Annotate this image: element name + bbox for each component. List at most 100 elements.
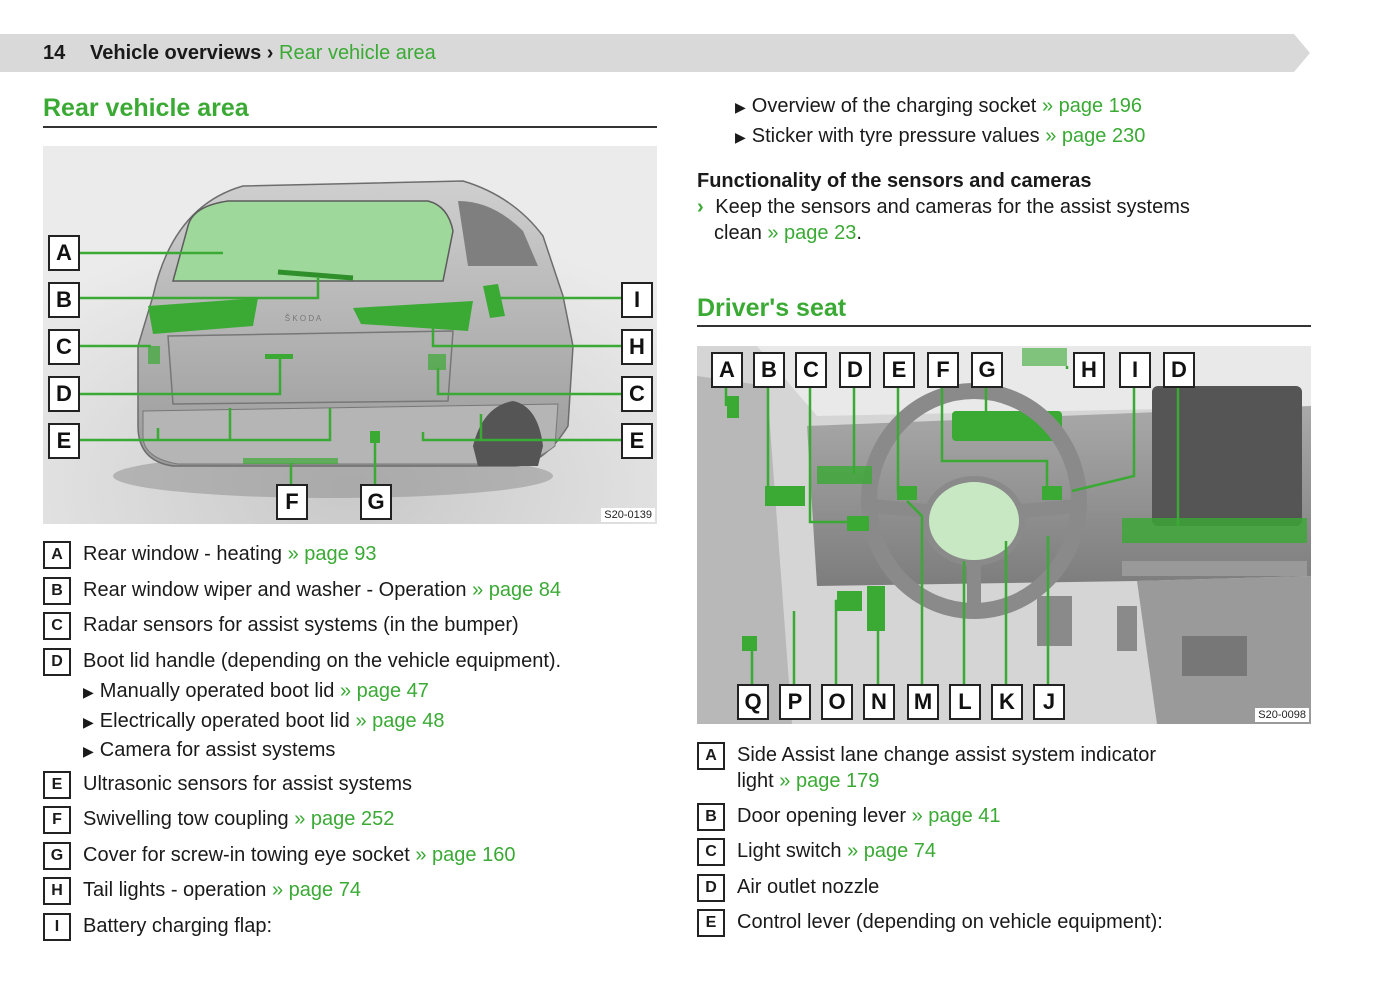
triangle-bullet-icon: ▶: [83, 714, 94, 730]
callout-c: C: [48, 329, 80, 365]
callout-f: F: [927, 352, 959, 388]
leader-c: [808, 384, 857, 524]
legend-text: Rear window - heating: [83, 543, 282, 565]
sensors-heading: Functionality of the sensors and cameras: [697, 170, 1092, 192]
sensors-instruction-cont: clean » page 23.: [714, 220, 862, 246]
legend-text: Radar sensors for assist systems (in the…: [83, 614, 519, 636]
legend-text: Swivelling tow coupling: [83, 808, 289, 830]
callout-c-right: C: [621, 376, 653, 412]
tail-light-left: [148, 298, 258, 334]
legend-text: Cover for screw-in towing eye socket: [83, 844, 410, 866]
left-air-vent: [817, 466, 872, 484]
callout-b: B: [753, 352, 785, 388]
drivers-seat-legend: A Side Assist lane change assist system …: [697, 742, 1311, 942]
callout-e: E: [883, 352, 915, 388]
triangle-bullet-icon: ▶: [735, 129, 746, 145]
page-link[interactable]: » page 230: [1045, 125, 1146, 147]
leader-m: [906, 500, 924, 686]
legend-key: C: [43, 612, 71, 640]
brake-pedal: [1037, 596, 1072, 646]
cup-holder: [1182, 636, 1247, 676]
boot-handle-shape: [265, 354, 293, 359]
radar-sensor-right: [428, 354, 446, 370]
legend-text: Air outlet nozzle: [737, 876, 880, 898]
sensors-line-2: clean: [714, 222, 762, 244]
rear-car-illustration: Š K O D A: [43, 146, 657, 524]
legend-key: H: [43, 877, 71, 905]
charging-item-text: Sticker with tyre pressure values: [751, 125, 1040, 147]
sub-item-text: Manually operated boot lid: [99, 680, 335, 702]
light-switch-shape: [847, 516, 869, 531]
legend-text: Light switch: [737, 840, 842, 862]
page-link[interactable]: » page 47: [339, 680, 429, 702]
tail-light-right: [353, 301, 473, 331]
legend-text: Control lever (depending on vehicle equi…: [737, 911, 1163, 933]
page-link[interactable]: » page 196: [1041, 95, 1143, 117]
charging-item: ▶Overview of the charging socket » page …: [735, 93, 1142, 120]
page-link[interactable]: » page 252: [294, 808, 395, 830]
lower-control-1: [837, 591, 862, 611]
breadcrumb-separator: ›: [266, 42, 274, 64]
callout-p: P: [779, 684, 811, 720]
page-link[interactable]: » page 179: [779, 770, 880, 792]
page-link[interactable]: » page 48: [355, 710, 445, 732]
cockpit-illustration: [697, 346, 1311, 724]
climate-controls: [1122, 561, 1307, 576]
page-link[interactable]: » page 74: [847, 840, 937, 862]
rear-wheel: [473, 401, 543, 466]
leader-i: [1071, 384, 1136, 493]
head-up-display: [1022, 348, 1067, 366]
legend-key: A: [43, 541, 71, 569]
callout-q: Q: [737, 684, 769, 720]
chevron-right-icon: ›: [697, 196, 704, 218]
legend-text: Side Assist lane change assist system in…: [737, 744, 1157, 766]
legend-text: Boot lid handle (depending on the vehicl…: [83, 650, 562, 672]
page-link[interactable]: » page 23: [767, 222, 857, 244]
rear-legend: A Rear window - heating » page 93 B Rear…: [43, 541, 657, 946]
sub-item: ▶Electrically operated boot lid » page 4…: [83, 708, 444, 735]
center-air-vent: [1122, 518, 1307, 543]
legend-key: B: [43, 577, 71, 605]
legend-key: F: [43, 806, 71, 834]
sub-item: ▶Manually operated boot lid » page 47: [83, 678, 429, 705]
legend-text: light: [737, 770, 774, 792]
callout-n: N: [863, 684, 895, 720]
tow-coupling-shape: [243, 458, 338, 464]
leader-d: [78, 358, 282, 396]
callout-k: K: [991, 684, 1023, 720]
legend-text: Ultrasonic sensors for assist systems: [83, 773, 412, 795]
callout-d: D: [48, 376, 80, 412]
page-link[interactable]: » page 160: [415, 844, 516, 866]
rear-wiper: [277, 269, 354, 281]
brand-badge: Š K O D A: [285, 314, 322, 323]
leader-b: [766, 384, 787, 498]
steering-wheel-hub: [923, 476, 1025, 566]
callout-d-right: D: [1163, 352, 1195, 388]
page-link[interactable]: » page 74: [272, 879, 361, 901]
callout-f: F: [276, 484, 308, 520]
page-link[interactable]: » page 84: [472, 579, 562, 601]
legend-key: A: [697, 742, 725, 770]
leader-e-right: [421, 432, 623, 442]
legend-key: I: [43, 913, 71, 941]
sub-item-text: Camera for assist systems: [99, 739, 336, 761]
title-rule: [43, 126, 657, 128]
side-window: [458, 201, 538, 266]
sensors-line-1: Keep the sensors and cameras for the ass…: [715, 196, 1190, 218]
page-number: 14: [43, 42, 66, 64]
lower-control-2: [867, 586, 885, 631]
page-link[interactable]: » page 41: [911, 805, 1001, 827]
charging-flap-shape: [483, 284, 505, 318]
legend-key: D: [697, 874, 725, 902]
callout-o: O: [821, 684, 853, 720]
callout-a: A: [48, 235, 80, 271]
charging-item-text: Overview of the charging socket: [751, 95, 1037, 117]
callout-e-right: E: [621, 423, 653, 459]
rear-area-title: Rear vehicle area: [43, 94, 249, 122]
callout-i: I: [621, 282, 653, 318]
breadcrumb-chapter[interactable]: Vehicle overviews: [90, 42, 262, 64]
callout-h: H: [1073, 352, 1105, 388]
page-link[interactable]: » page 93: [287, 543, 377, 565]
callout-b: B: [48, 282, 80, 318]
breadcrumb-section[interactable]: Rear vehicle area: [279, 42, 436, 64]
